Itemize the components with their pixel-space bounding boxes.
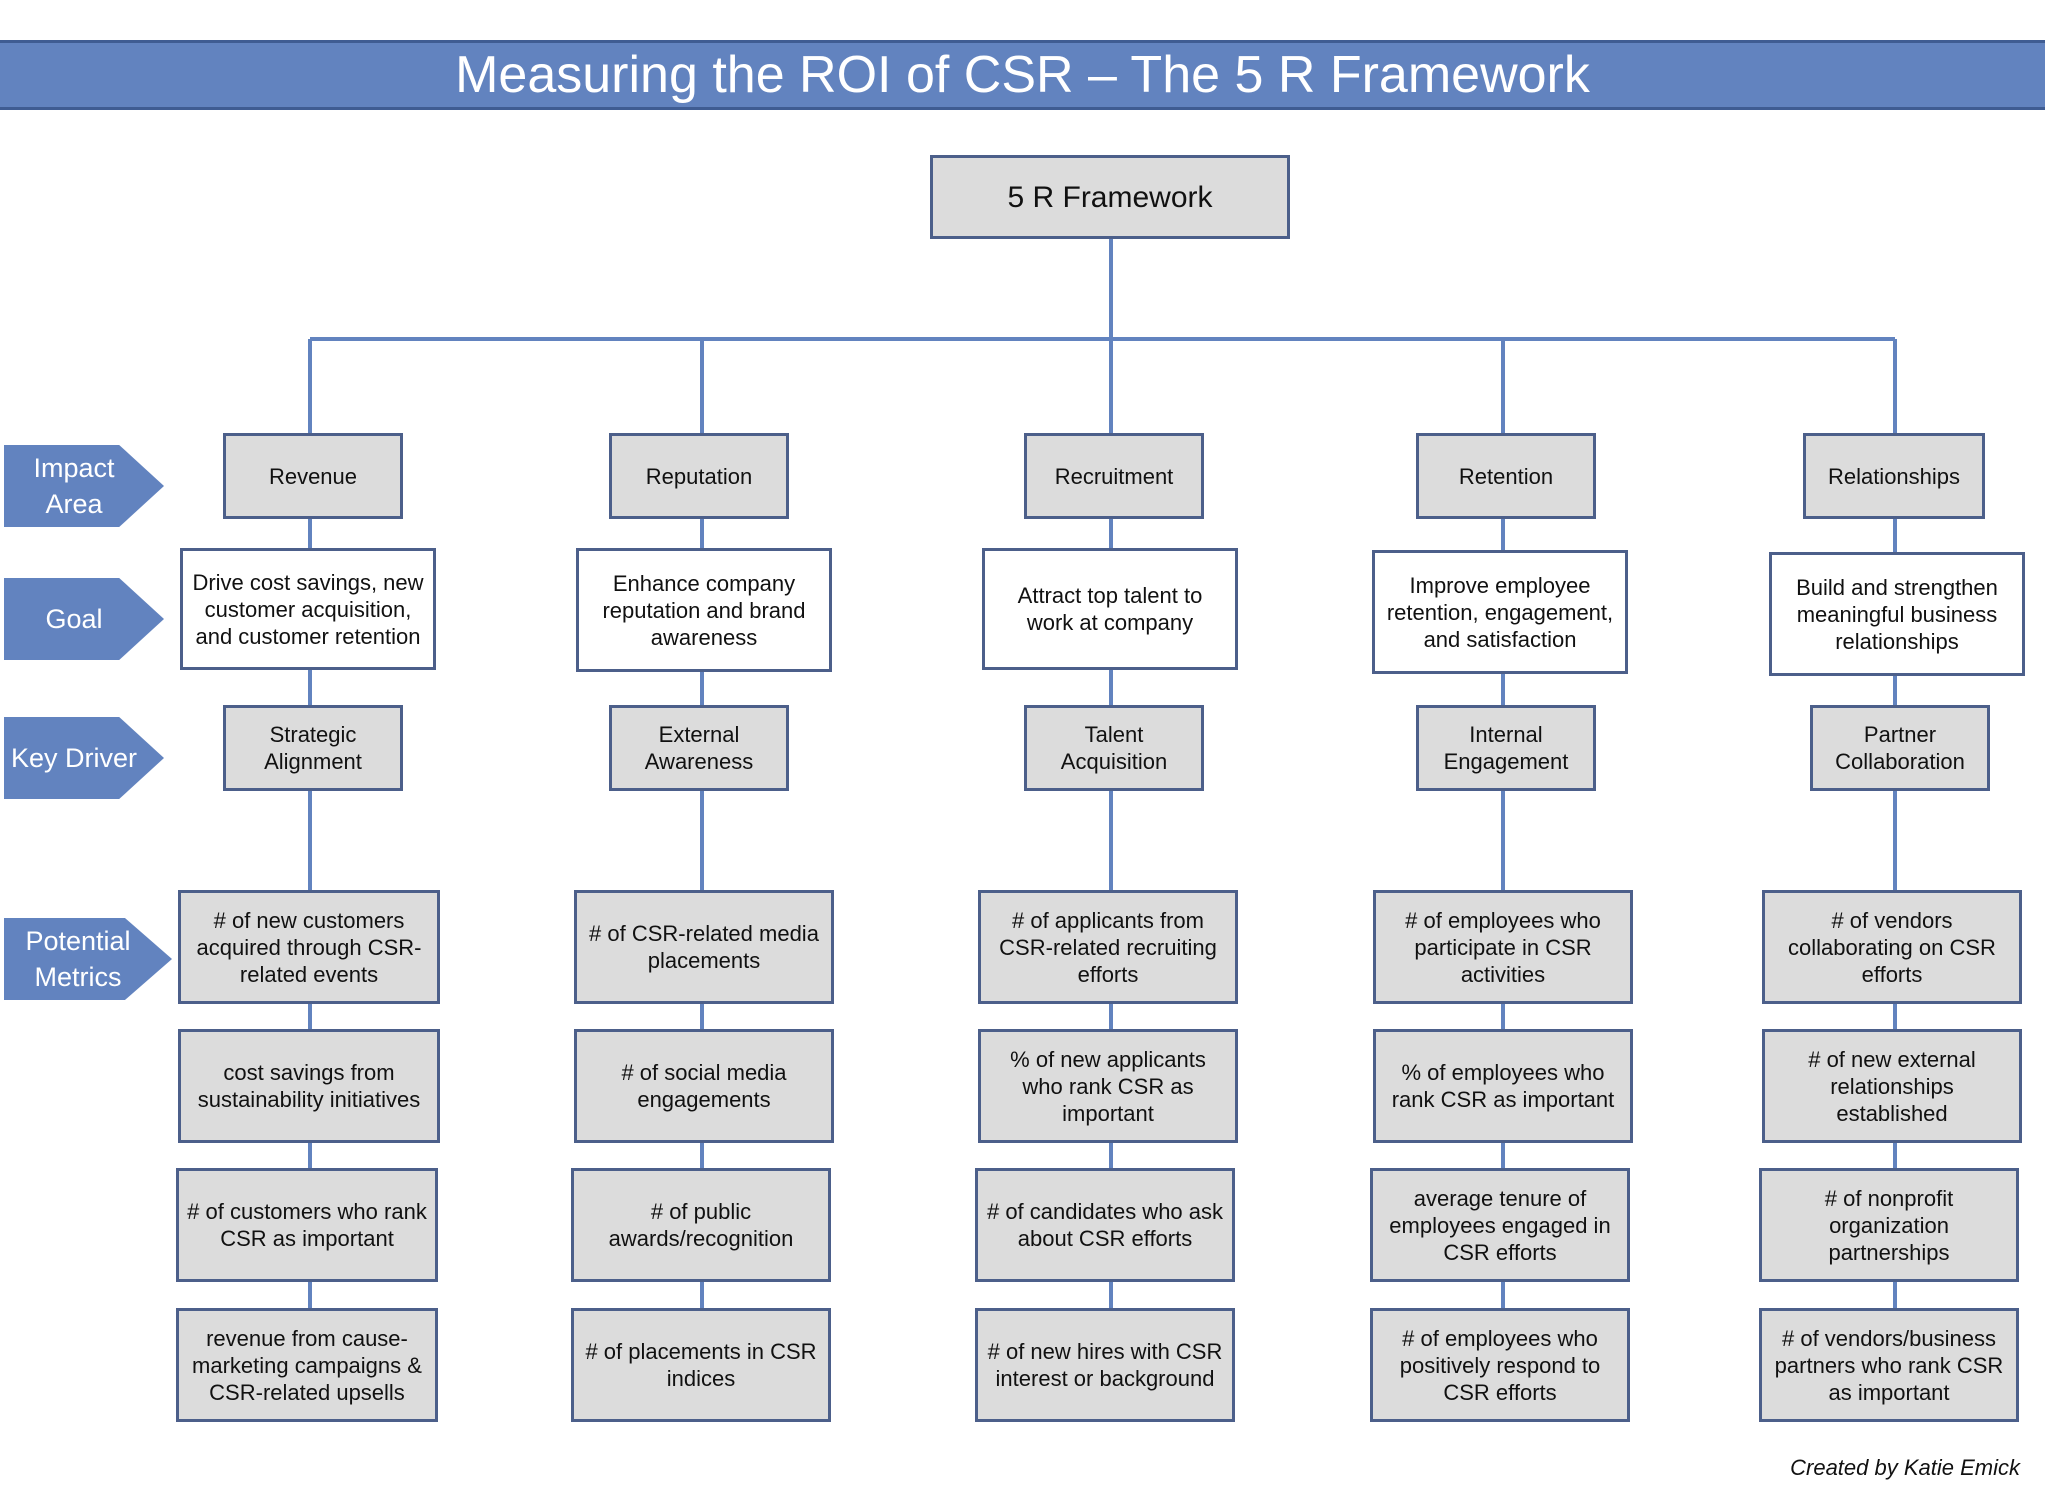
goal-revenue: Drive cost savings, new customer acquisi… [180, 548, 436, 670]
goal-recruitment: Attract top talent to work at company [982, 548, 1238, 670]
metric-retention-3: average tenure of employees engaged in C… [1370, 1168, 1630, 1282]
metric-recruitment-4: # of new hires with CSR interest or back… [975, 1308, 1235, 1422]
metric-reputation-4: # of placements in CSR indices [571, 1308, 831, 1422]
goal-reputation: Enhance company reputation and brand awa… [576, 548, 832, 672]
metric-revenue-3: # of customers who rank CSR as important [176, 1168, 438, 1282]
metric-revenue-2: cost savings from sustainability initiat… [178, 1029, 440, 1143]
impact-area-retention: Retention [1416, 433, 1596, 519]
impact-area-revenue: Revenue [223, 433, 403, 519]
impact-area-relationships: Relationships [1803, 433, 1985, 519]
key-driver-reputation: External Awareness [609, 705, 789, 791]
goal-relationships: Build and strengthen meaningful business… [1769, 552, 2025, 676]
impact-area-recruitment: Recruitment [1024, 433, 1204, 519]
metric-retention-4: # of employees who positively respond to… [1370, 1308, 1630, 1422]
title-bar: Measuring the ROI of CSR – The 5 R Frame… [0, 40, 2045, 110]
page-title: Measuring the ROI of CSR – The 5 R Frame… [455, 46, 1590, 104]
metric-recruitment-2: % of new applicants who rank CSR as impo… [978, 1029, 1238, 1143]
root-node: 5 R Framework [930, 155, 1290, 239]
metric-reputation-3: # of public awards/recognition [571, 1168, 831, 1282]
credit-text: Created by Katie Emick [1790, 1455, 2020, 1480]
metric-recruitment-3: # of candidates who ask about CSR effort… [975, 1168, 1235, 1282]
metric-recruitment-1: # of applicants from CSR-related recruit… [978, 890, 1238, 1004]
goal-retention: Improve employee retention, engagement, … [1372, 550, 1628, 674]
key-driver-retention: Internal Engagement [1416, 705, 1596, 791]
metric-retention-2: % of employees who rank CSR as important [1373, 1029, 1633, 1143]
metric-revenue-1: # of new customers acquired through CSR-… [178, 890, 440, 1004]
metric-retention-1: # of employees who participate in CSR ac… [1373, 890, 1633, 1004]
impact-area-reputation: Reputation [609, 433, 789, 519]
metric-reputation-2: # of social media engagements [574, 1029, 834, 1143]
key-driver-revenue: Strategic Alignment [223, 705, 403, 791]
metric-relationships-2: # of new external relationships establis… [1762, 1029, 2022, 1143]
metric-reputation-1: # of CSR-related media placements [574, 890, 834, 1004]
metric-relationships-4: # of vendors/business partners who rank … [1759, 1308, 2019, 1422]
key-driver-recruitment: Talent Acquisition [1024, 705, 1204, 791]
metric-revenue-4: revenue from cause-marketing campaigns &… [176, 1308, 438, 1422]
key-driver-relationships: Partner Collaboration [1810, 705, 1990, 791]
metric-relationships-1: # of vendors collaborating on CSR effort… [1762, 890, 2022, 1004]
metric-relationships-3: # of nonprofit organization partnerships [1759, 1168, 2019, 1282]
